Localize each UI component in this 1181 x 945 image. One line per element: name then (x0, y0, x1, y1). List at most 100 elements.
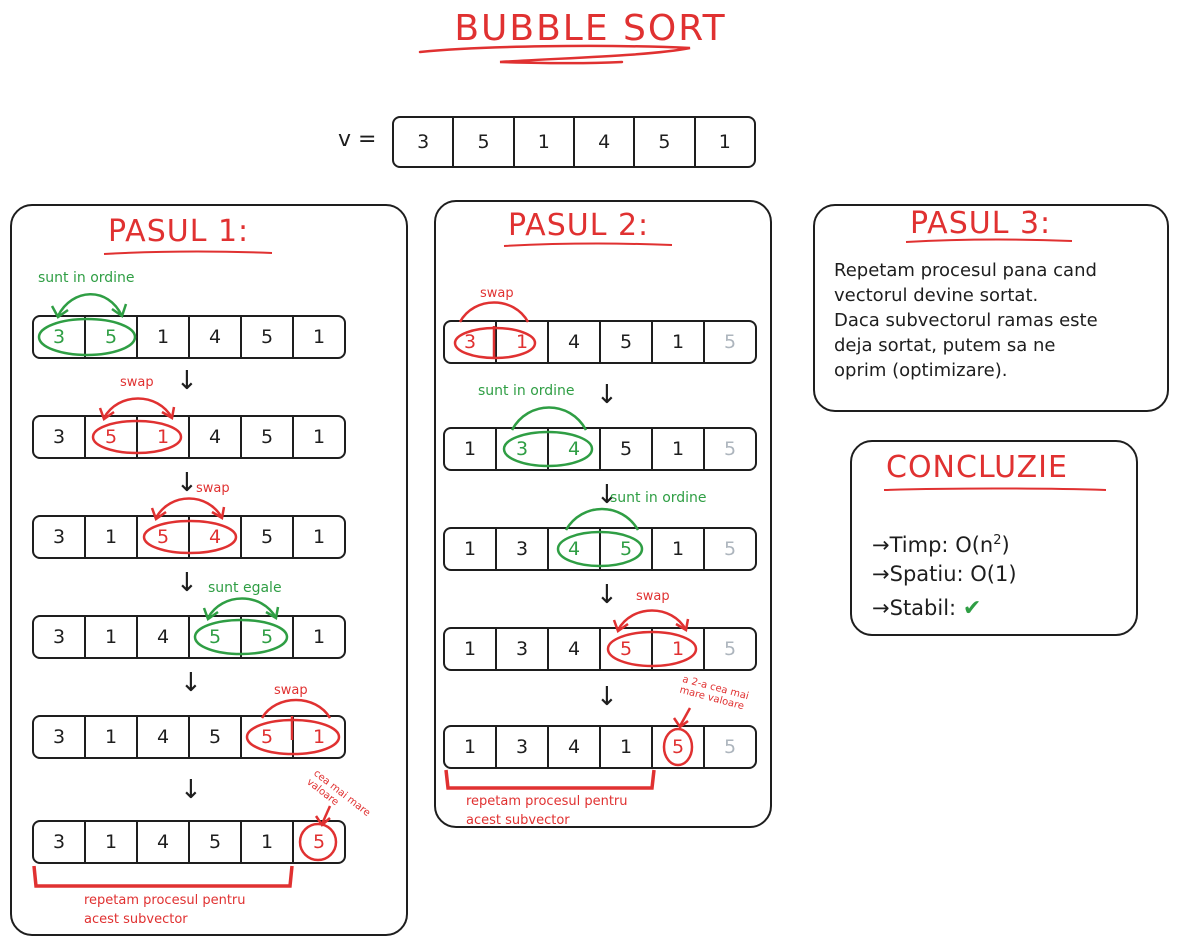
vector-row: 3 5 1 4 5 1 (392, 116, 756, 168)
row-cell: 5 (292, 822, 344, 862)
pasul-1-row: 3 5 1 4 5 1 (32, 315, 346, 359)
pasul-1-row: 3 1 4 5 1 5 (32, 820, 346, 864)
down-arrow-icon: ↓ (596, 682, 618, 712)
label-swap: swap (196, 481, 230, 496)
pasul-3-heading: PASUL 3: (910, 206, 1052, 241)
row-cell: 1 (463, 538, 477, 560)
pasul-2-row: 1 3 4 1 5 5 (443, 725, 757, 769)
row-cell: 4 (547, 529, 599, 569)
row-cell: 4 (136, 822, 188, 862)
timp-exponent: 2 (993, 533, 1002, 548)
row-cell: 3 (52, 726, 66, 748)
row-cell: 5 (188, 717, 240, 757)
row-cell: 1 (599, 727, 651, 767)
row-cell: 5 (136, 517, 188, 557)
row-cell: 5 (599, 529, 651, 569)
row-cell: 1 (463, 438, 477, 460)
row-cell: 4 (136, 617, 188, 657)
spatiu-label: Spatiu: (889, 562, 964, 586)
arrow-icon: → (872, 562, 890, 586)
row-cell: 5 (84, 417, 136, 457)
row-cell: 4 (547, 727, 599, 767)
down-arrow-icon: ↓ (180, 668, 202, 698)
row-cell: 5 (703, 727, 755, 767)
row-cell: 4 (188, 317, 240, 357)
row-cell: 5 (599, 629, 651, 669)
row-cell: 1 (495, 322, 547, 362)
row-cell: 1 (292, 417, 344, 457)
down-arrow-icon: ↓ (596, 480, 618, 510)
row-cell: 1 (651, 322, 703, 362)
down-arrow-icon: ↓ (596, 580, 618, 610)
row-cell: 3 (52, 526, 66, 548)
row-cell: 5 (599, 322, 651, 362)
pasul-3-text: Repetam procesul pana cand vectorul devi… (834, 258, 1164, 383)
vector-cell: 5 (452, 118, 512, 166)
label-swap: swap (120, 375, 154, 390)
row-cell: 3 (495, 727, 547, 767)
pasul-2-row: 1 3 4 5 1 5 (443, 527, 757, 571)
text-line: Daca subvectorul ramas este (834, 310, 1098, 331)
concluzie-heading: CONCLUZIE (886, 450, 1068, 485)
row-cell: 1 (292, 317, 344, 357)
row-cell: 5 (240, 717, 292, 757)
down-arrow-icon: ↓ (180, 775, 202, 805)
stabil-line: →Stabil: ✔ (872, 592, 981, 625)
row-cell: 1 (84, 517, 136, 557)
label-repetam: repetam procesul pentru (84, 893, 246, 908)
row-cell: 1 (651, 529, 703, 569)
row-cell: 4 (547, 429, 599, 469)
arrow-icon: → (872, 596, 890, 620)
row-cell: 5 (84, 317, 136, 357)
pasul-1-row: 3 1 4 5 5 1 (32, 715, 346, 759)
row-cell: 5 (703, 529, 755, 569)
label-acest-subvector: acest subvector (84, 912, 188, 927)
row-cell: 5 (703, 429, 755, 469)
pasul-2-row: 3 1 4 5 1 5 (443, 320, 757, 364)
row-cell: 5 (240, 317, 292, 357)
page-title: BUBBLE SORT (454, 8, 727, 49)
row-cell: 3 (52, 831, 66, 853)
label-swap: swap (480, 286, 514, 301)
label-swap: swap (274, 683, 308, 698)
spatiu-value: O(1) (970, 562, 1017, 586)
row-cell: 3 (52, 326, 66, 348)
row-cell: 1 (292, 717, 344, 757)
row-cell: 3 (495, 429, 547, 469)
row-cell: 5 (240, 517, 292, 557)
timp-close: ) (1001, 533, 1010, 557)
row-cell: 1 (240, 822, 292, 862)
row-cell: 1 (292, 617, 344, 657)
vector-label: v = (338, 127, 377, 152)
row-cell: 3 (52, 626, 66, 648)
pasul-1-row: 3 1 5 4 5 1 (32, 515, 346, 559)
row-cell: 5 (240, 417, 292, 457)
down-arrow-icon: ↓ (176, 568, 198, 598)
down-arrow-icon: ↓ (596, 380, 618, 410)
down-arrow-icon: ↓ (176, 468, 198, 498)
row-cell: 1 (463, 638, 477, 660)
row-cell: 5 (240, 617, 292, 657)
row-cell: 3 (495, 529, 547, 569)
down-arrow-icon: ↓ (176, 366, 198, 396)
label-sunt-in-ordine: sunt in ordine (478, 383, 575, 399)
row-cell: 1 (84, 617, 136, 657)
row-cell: 4 (188, 517, 240, 557)
text-line: oprim (optimizare). (834, 360, 1008, 381)
concluzie-panel (850, 440, 1138, 636)
vector-cell: 4 (572, 118, 633, 166)
pasul-1-row: 3 1 4 5 5 1 (32, 615, 346, 659)
check-icon: ✔ (962, 596, 982, 621)
row-cell: 5 (703, 629, 755, 669)
pasul-2-row: 1 3 4 5 1 5 (443, 627, 757, 671)
row-cell: 1 (136, 317, 188, 357)
stabil-label: Stabil: (889, 596, 957, 620)
row-cell: 1 (651, 429, 703, 469)
label-swap: swap (636, 589, 670, 604)
vector-cell: 1 (693, 118, 754, 166)
row-cell: 5 (651, 727, 703, 767)
pasul-2-row: 1 3 4 5 1 5 (443, 427, 757, 471)
row-cell: 5 (188, 822, 240, 862)
row-cell: 4 (136, 717, 188, 757)
row-cell: 4 (547, 629, 599, 669)
